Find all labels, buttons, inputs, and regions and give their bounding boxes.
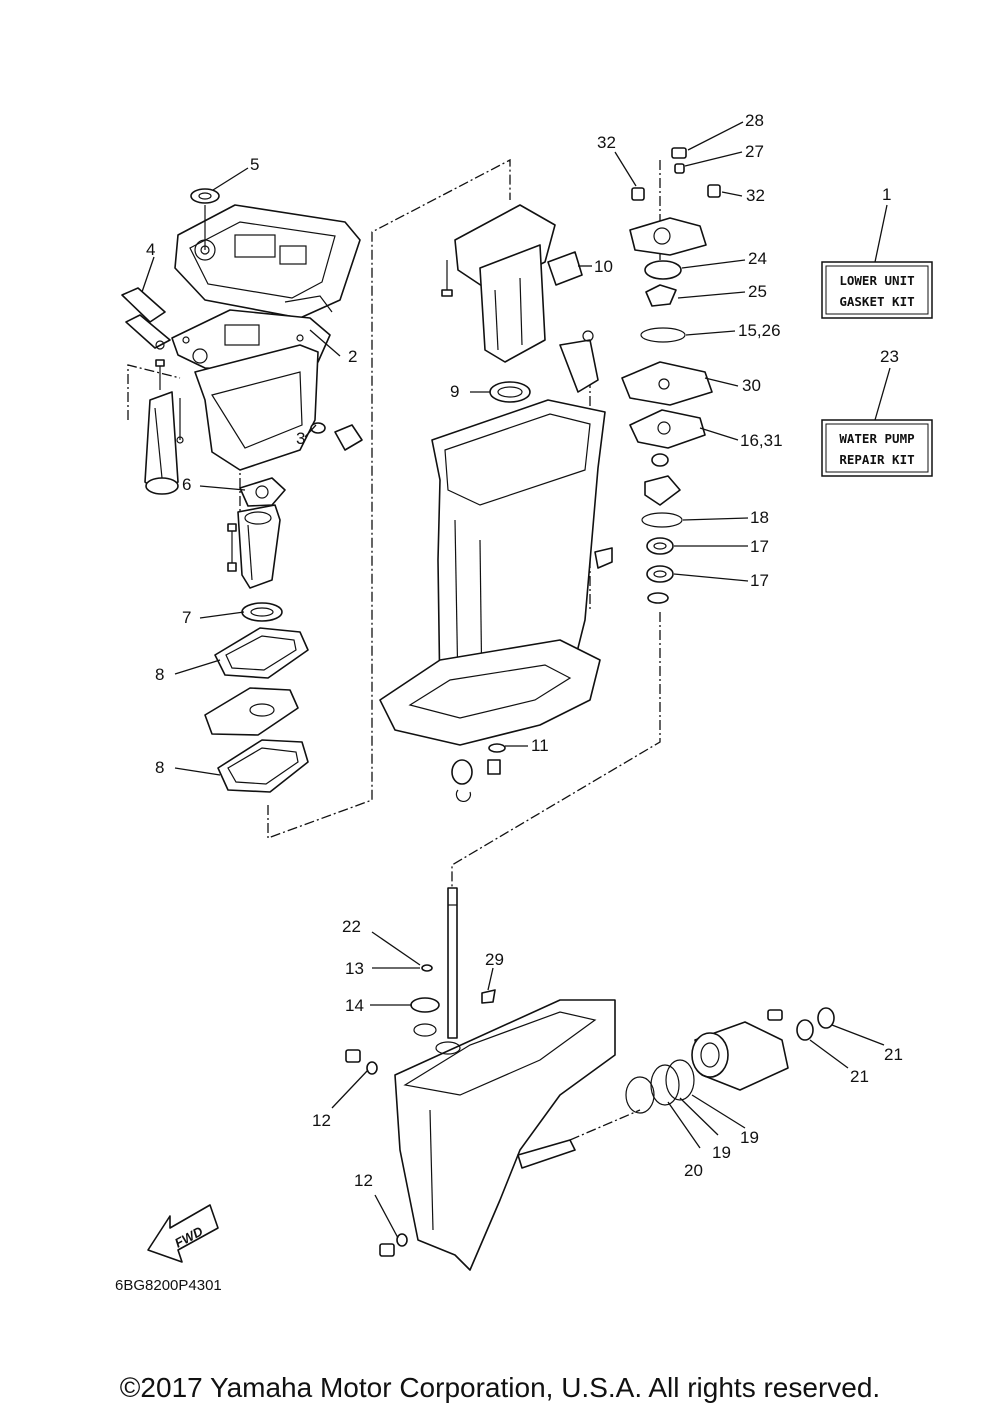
seal-7 bbox=[241, 602, 283, 622]
drive-shaft bbox=[447, 887, 458, 1039]
callout-21-right: 21 bbox=[884, 1045, 903, 1064]
callout-22: 22 bbox=[342, 917, 361, 936]
assembly-lines bbox=[127, 158, 661, 1141]
water-pump-stack bbox=[621, 147, 721, 604]
upper-casing bbox=[174, 204, 361, 319]
o-rings-19-20 bbox=[625, 1059, 695, 1114]
callout-32-right: 32 bbox=[746, 186, 765, 205]
spacer-pipe bbox=[237, 504, 281, 589]
callout-32-left: 32 bbox=[597, 133, 616, 152]
callout-17-upper: 17 bbox=[750, 537, 769, 556]
lower-unit-gasket-kit-box: LOWER UNIT GASKET KIT bbox=[821, 261, 933, 319]
callout-20: 20 bbox=[684, 1161, 703, 1180]
fwd-arrow: FWD bbox=[147, 1204, 219, 1263]
callout-numbers: 5 4 2 3 6 7 8 8 9 10 11 22 13 29 14 12 1… bbox=[146, 111, 903, 1190]
callout-9: 9 bbox=[450, 382, 459, 401]
callout-12-upper: 12 bbox=[312, 1111, 331, 1130]
seal-5 bbox=[190, 188, 220, 204]
callout-2: 2 bbox=[348, 347, 357, 366]
exhaust-manifold bbox=[454, 204, 556, 363]
lower-unit-line1: LOWER UNIT bbox=[839, 273, 914, 288]
callout-14: 14 bbox=[345, 996, 364, 1015]
callout-4: 4 bbox=[146, 240, 155, 259]
gasket-6 bbox=[239, 477, 286, 507]
callout-8-upper: 8 bbox=[155, 665, 164, 684]
water-pump-repair-kit-box: WATER PUMP REPAIR KIT bbox=[821, 419, 933, 477]
callout-30: 30 bbox=[742, 376, 761, 395]
fittings-lower-center bbox=[451, 547, 613, 802]
callout-12-lower: 12 bbox=[354, 1171, 373, 1190]
callout-10: 10 bbox=[594, 257, 613, 276]
callout-18: 18 bbox=[750, 508, 769, 527]
diagram-code: 6BG8200P4301 bbox=[115, 1277, 222, 1294]
bolt-upper bbox=[441, 260, 453, 297]
gasket-8-upper bbox=[214, 627, 309, 679]
gasket-8-lower bbox=[217, 739, 309, 793]
callout-1: 1 bbox=[882, 185, 891, 204]
lower-case bbox=[394, 999, 616, 1271]
callout-17-lower: 17 bbox=[750, 571, 769, 590]
callout-24: 24 bbox=[748, 249, 767, 268]
bracket-right bbox=[559, 330, 599, 393]
plug-3 bbox=[310, 422, 363, 451]
exhaust-pipe bbox=[144, 391, 184, 495]
bolts-left bbox=[155, 359, 237, 572]
callout-13: 13 bbox=[345, 959, 364, 978]
lower-unit-line2: GASKET KIT bbox=[839, 294, 914, 309]
oil-pan bbox=[194, 344, 319, 471]
callout-15-26: 15,26 bbox=[738, 321, 781, 340]
callout-29: 29 bbox=[485, 950, 504, 969]
copyright-text: ©2017 Yamaha Motor Corporation, U.S.A. A… bbox=[119, 1372, 881, 1403]
callout-11: 11 bbox=[531, 736, 549, 755]
seal-9 bbox=[489, 381, 531, 403]
damper-10 bbox=[547, 251, 583, 286]
callout-25: 25 bbox=[748, 282, 767, 301]
leader-lines bbox=[141, 121, 891, 1239]
callout-21-left: 21 bbox=[850, 1067, 869, 1086]
water-pump-line1: WATER PUMP bbox=[839, 431, 914, 446]
callout-5: 5 bbox=[250, 155, 259, 174]
callout-7: 7 bbox=[182, 608, 191, 627]
callout-27: 27 bbox=[745, 142, 764, 161]
callout-6: 6 bbox=[182, 475, 191, 494]
water-pump-line2: REPAIR KIT bbox=[839, 452, 914, 467]
callout-19-right: 19 bbox=[740, 1128, 759, 1147]
bracket-4 bbox=[121, 287, 171, 350]
callout-28: 28 bbox=[745, 111, 764, 130]
callout-8-lower: 8 bbox=[155, 758, 164, 777]
callout-23: 23 bbox=[880, 347, 899, 366]
callout-19-left: 19 bbox=[712, 1143, 731, 1162]
small-parts-lower bbox=[345, 964, 496, 1257]
plate bbox=[204, 687, 299, 736]
callout-3: 3 bbox=[296, 429, 305, 448]
propeller-shaft-housing bbox=[691, 1007, 835, 1091]
callout-16-31: 16,31 bbox=[740, 431, 783, 450]
upper-case bbox=[379, 399, 606, 746]
